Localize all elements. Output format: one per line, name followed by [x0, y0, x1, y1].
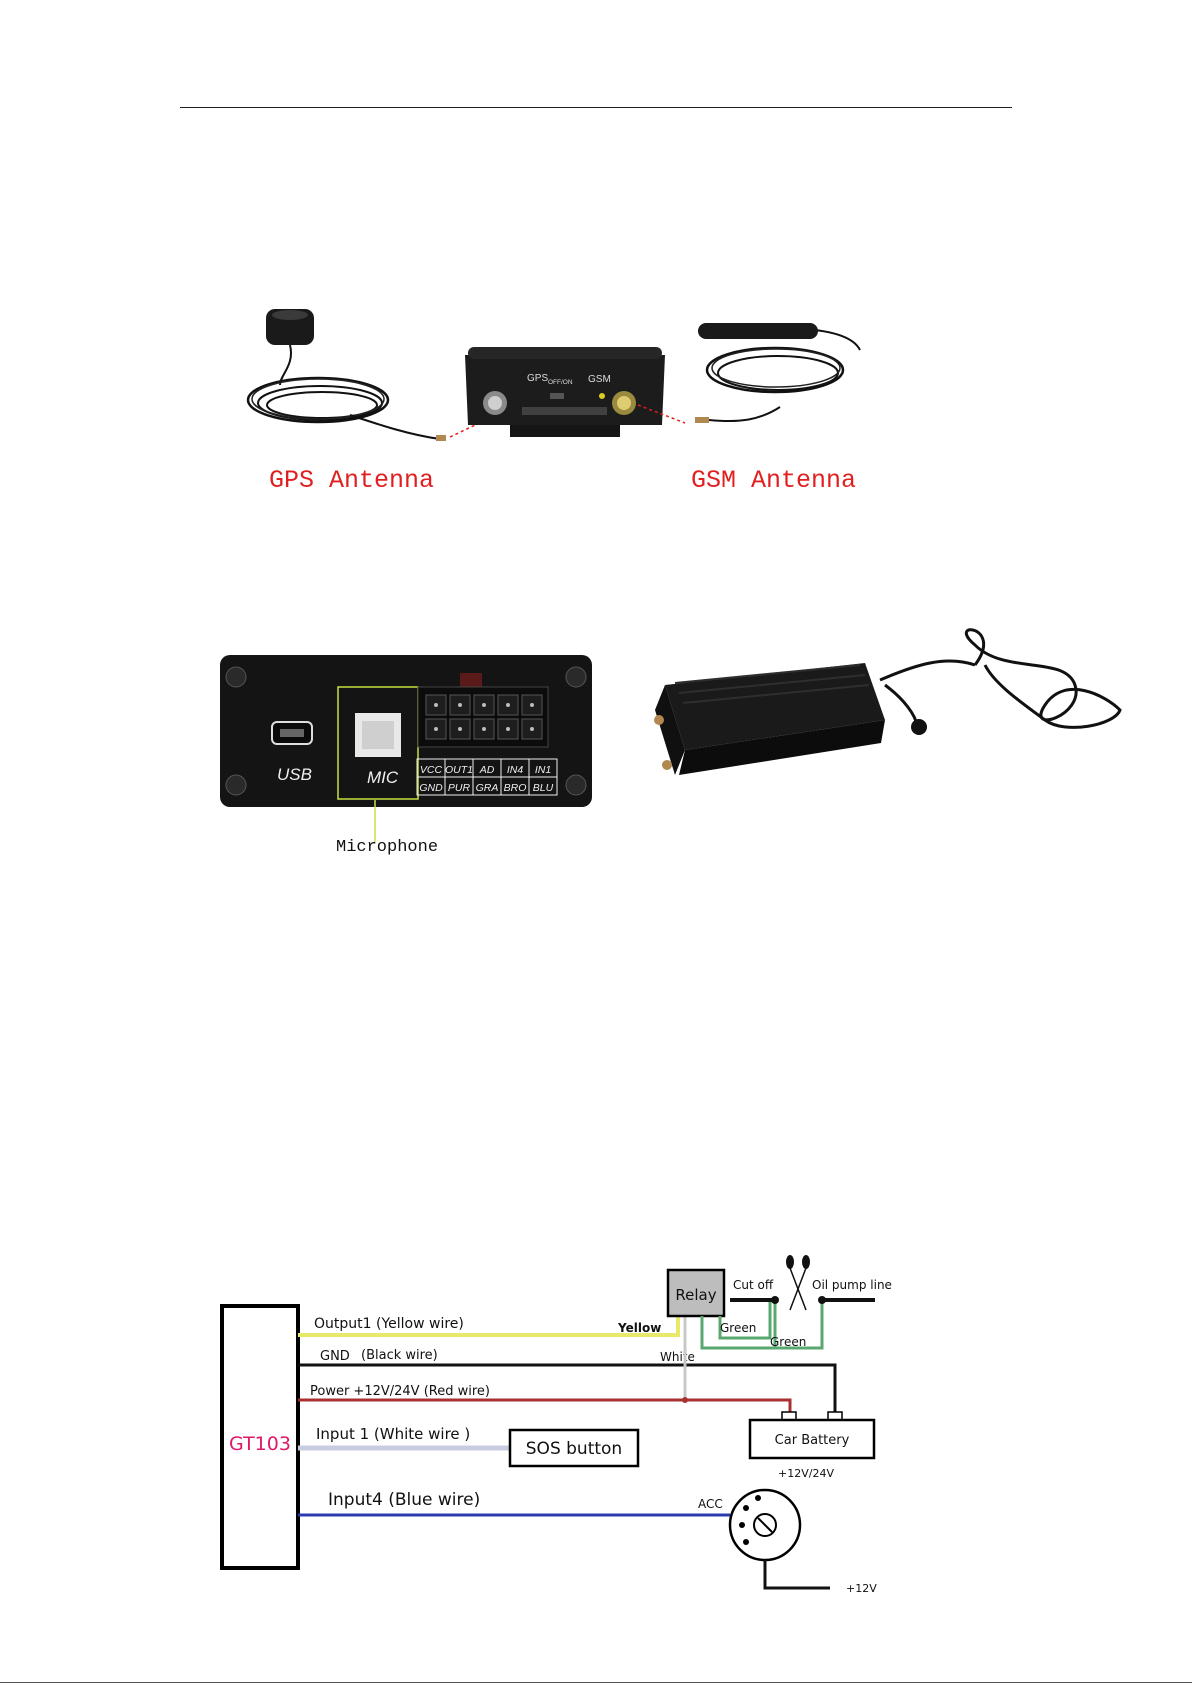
- device-switch-text: OFF/ON: [548, 379, 573, 386]
- device-gps-text: GPS: [527, 373, 548, 384]
- ignition-12v-wire: [763, 1560, 830, 1590]
- cut-off-label: Cut off: [733, 1278, 774, 1292]
- footer-rule: [0, 1682, 1192, 1683]
- device-gsm-text: GSM: [588, 374, 611, 385]
- power-wire: [298, 1398, 792, 1412]
- device-port-panel: USB MIC VCC OUT1 AD IN4 IN1 GND PUR GRA …: [220, 655, 592, 807]
- gsm-antenna-icon: [695, 323, 861, 423]
- output1-label: Output1 (Yellow wire): [314, 1316, 464, 1332]
- sos-label: SOS button: [526, 1439, 622, 1459]
- device-3d-view: [654, 628, 1122, 775]
- pin-label-in1: IN1: [535, 764, 551, 776]
- green-label-2: Green: [770, 1335, 806, 1349]
- oil-pump-label: Oil pump line: [812, 1278, 892, 1292]
- relay-label: Relay: [675, 1286, 716, 1304]
- pin-label-bro: BRO: [504, 782, 527, 794]
- gnd-label: GND: [320, 1349, 350, 1364]
- pin-label-ad: AD: [479, 764, 495, 776]
- microphone-callout: Microphone: [336, 838, 439, 857]
- gps-antenna-label: GPS Antenna: [269, 466, 435, 495]
- pin-label-gra: GRA: [476, 782, 499, 794]
- plus12v-label: +12V: [846, 1582, 877, 1595]
- antenna-figure: GPS OFF/ON GSM: [246, 309, 861, 441]
- car-battery-label: Car Battery: [775, 1433, 850, 1448]
- input4-label: Input4 (Blue wire): [328, 1490, 480, 1510]
- wiring-diagram: GT103 Output1 (Yellow wire) Yellow GND (…: [220, 1255, 892, 1595]
- pin-label-gnd: GND: [419, 782, 443, 794]
- gt103-label: GT103: [229, 1433, 291, 1455]
- gnd-wire: [298, 1363, 837, 1412]
- tracker-device-top: GPS OFF/ON GSM: [465, 347, 665, 437]
- io-connector: [417, 686, 549, 748]
- scissors-icon: [786, 1255, 810, 1311]
- pin-label-pur: PUR: [448, 782, 471, 794]
- gsm-antenna-label: GSM Antenna: [691, 466, 857, 495]
- pin-label-out1: OUT1: [445, 764, 473, 776]
- mic-label: MIC: [367, 768, 399, 787]
- green-label-1: Green: [720, 1321, 756, 1335]
- ignition-switch-icon: [728, 1488, 802, 1562]
- pin-label-vcc: VCC: [420, 764, 443, 776]
- acc-label: ACC: [698, 1497, 723, 1511]
- relay-box: [666, 1268, 726, 1318]
- usb-label: USB: [277, 765, 312, 784]
- battery-voltage-label: +12V/24V: [778, 1467, 834, 1480]
- input1-label: Input 1 (White wire ): [316, 1425, 470, 1443]
- car-battery-box: [748, 1418, 876, 1460]
- white-label: White: [660, 1350, 695, 1364]
- gnd-sublabel: (Black wire): [361, 1348, 438, 1363]
- microphone-callout-line: [374, 800, 376, 842]
- gt103-box: [220, 1304, 300, 1570]
- green-wire-2: [718, 1300, 772, 1340]
- sos-button-box: [508, 1428, 640, 1468]
- pin-label-in4: IN4: [507, 764, 524, 776]
- pin-label-blu: BLU: [533, 782, 554, 794]
- yellow-label: Yellow: [617, 1321, 661, 1335]
- header-rule: [180, 107, 1012, 108]
- gps-antenna-icon: [246, 309, 446, 441]
- mic-port-icon: [355, 713, 401, 757]
- usb-port-icon: [271, 721, 313, 745]
- power-label: Power +12V/24V (Red wire): [310, 1384, 490, 1399]
